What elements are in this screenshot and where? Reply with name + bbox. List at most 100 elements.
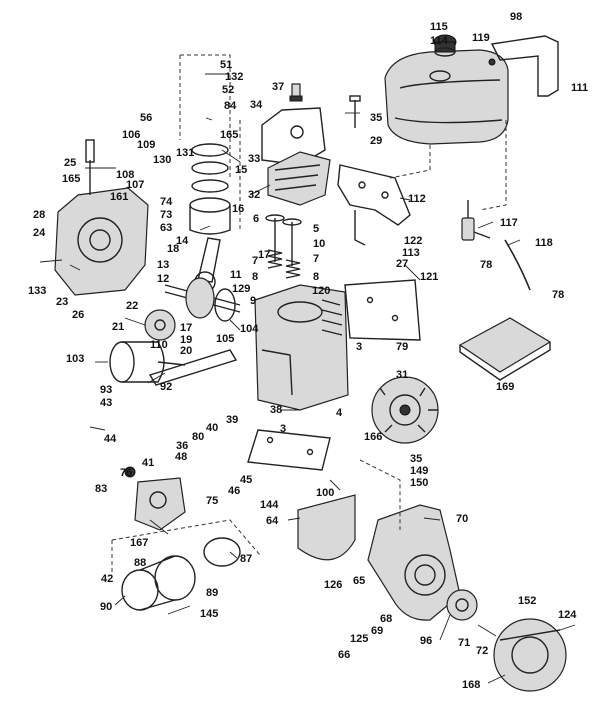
- air-cleaner: [121, 537, 241, 611]
- label-130: 130: [153, 154, 171, 166]
- label-15: 15: [235, 164, 247, 176]
- label-118: 118: [535, 237, 553, 249]
- muffler: [109, 341, 186, 383]
- label-70: 70: [456, 513, 468, 525]
- label-103: 103: [66, 353, 84, 365]
- label-92: 92: [160, 381, 172, 393]
- label-63: 63: [160, 222, 172, 234]
- blower-housing: [367, 504, 461, 621]
- label-5: 5: [313, 223, 319, 235]
- fuel-line: [504, 239, 531, 291]
- label-20: 20: [180, 345, 192, 357]
- valve-springs: [267, 249, 301, 279]
- label-66: 66: [338, 649, 350, 661]
- label-98: 98: [510, 11, 522, 23]
- label-114: 114: [430, 35, 449, 47]
- label-31: 31: [396, 369, 408, 381]
- label-108: 108: [116, 169, 134, 181]
- label-65: 65: [353, 575, 365, 587]
- cylinder-shroud: [297, 494, 356, 561]
- label-132: 132: [225, 71, 243, 83]
- label-40: 40: [206, 422, 218, 434]
- callout-labels: 115 114 119 98 111 51 132 52 84 165 37 3…: [28, 11, 588, 691]
- label-80: 80: [192, 431, 204, 443]
- label-152: 152: [518, 595, 536, 607]
- label-17-a: 17: [258, 249, 270, 261]
- label-23: 23: [56, 296, 68, 308]
- engine-base-gasket: [247, 429, 331, 471]
- crankcase-cover: [54, 139, 149, 296]
- label-34: 34: [250, 99, 263, 111]
- label-17-b: 17: [180, 322, 192, 334]
- label-7-b: 7: [252, 255, 258, 267]
- label-51: 51: [220, 59, 232, 71]
- label-119: 119: [472, 32, 490, 44]
- label-6: 6: [253, 213, 259, 225]
- label-28: 28: [33, 209, 45, 221]
- label-21: 21: [112, 321, 124, 333]
- label-16: 16: [232, 203, 244, 215]
- label-3-a: 3: [356, 341, 362, 353]
- label-110: 110: [150, 339, 168, 351]
- label-71: 71: [458, 637, 470, 649]
- label-167: 167: [130, 537, 148, 549]
- label-35-a: 35: [370, 112, 382, 124]
- label-144: 144: [260, 499, 279, 511]
- label-24: 24: [33, 227, 46, 239]
- label-161: 161: [110, 191, 128, 203]
- label-111: 111: [571, 82, 588, 94]
- label-84: 84: [224, 100, 237, 112]
- label-129: 129: [232, 283, 250, 295]
- tank-bracket: [488, 35, 559, 97]
- label-133: 133: [28, 285, 46, 297]
- label-126: 126: [324, 579, 342, 591]
- blower-housing-shroud: [261, 107, 326, 166]
- label-145: 145: [200, 608, 218, 620]
- valves: [265, 214, 302, 266]
- label-36: 36: [176, 440, 188, 452]
- label-100: 100: [316, 487, 334, 499]
- label-43: 43: [100, 397, 112, 409]
- label-45: 45: [240, 474, 252, 486]
- label-78-a: 78: [480, 259, 492, 271]
- label-150: 150: [410, 477, 428, 489]
- label-124: 124: [558, 609, 577, 621]
- label-22: 22: [126, 300, 138, 312]
- label-109: 109: [137, 139, 155, 151]
- label-38-a: 38: [270, 404, 282, 416]
- label-9: 9: [250, 295, 256, 307]
- label-105: 105: [216, 333, 234, 345]
- label-46: 46: [228, 485, 240, 497]
- assembly-lines: [111, 54, 507, 575]
- label-27: 27: [396, 258, 408, 270]
- starter-pulley: [446, 589, 478, 621]
- piston: [189, 197, 231, 235]
- label-52: 52: [222, 84, 234, 96]
- label-78-b: 78: [552, 289, 564, 301]
- label-35-b: 35: [410, 453, 422, 465]
- label-4: 4: [336, 407, 343, 419]
- label-113: 113: [402, 247, 420, 259]
- label-122: 122: [404, 235, 422, 247]
- leader-lines: [39, 73, 576, 684]
- label-33: 33: [248, 153, 260, 165]
- crankshaft: [164, 277, 241, 322]
- label-42: 42: [101, 573, 113, 585]
- label-87: 87: [240, 553, 252, 565]
- flywheel: [371, 376, 439, 444]
- cam-gear: [144, 309, 176, 341]
- head-bolt: [349, 95, 361, 128]
- spark-plug: [289, 83, 303, 102]
- label-90: 90: [100, 601, 112, 613]
- label-88: 88: [134, 557, 146, 569]
- fuel-valve: [461, 200, 491, 241]
- label-11: 11: [230, 269, 242, 281]
- label-41: 41: [142, 457, 154, 469]
- label-68: 68: [380, 613, 392, 625]
- label-12: 12: [157, 273, 169, 285]
- label-25: 25: [64, 157, 76, 169]
- label-96: 96: [420, 635, 432, 647]
- label-69: 69: [371, 625, 383, 637]
- cylinder-block: [254, 284, 349, 411]
